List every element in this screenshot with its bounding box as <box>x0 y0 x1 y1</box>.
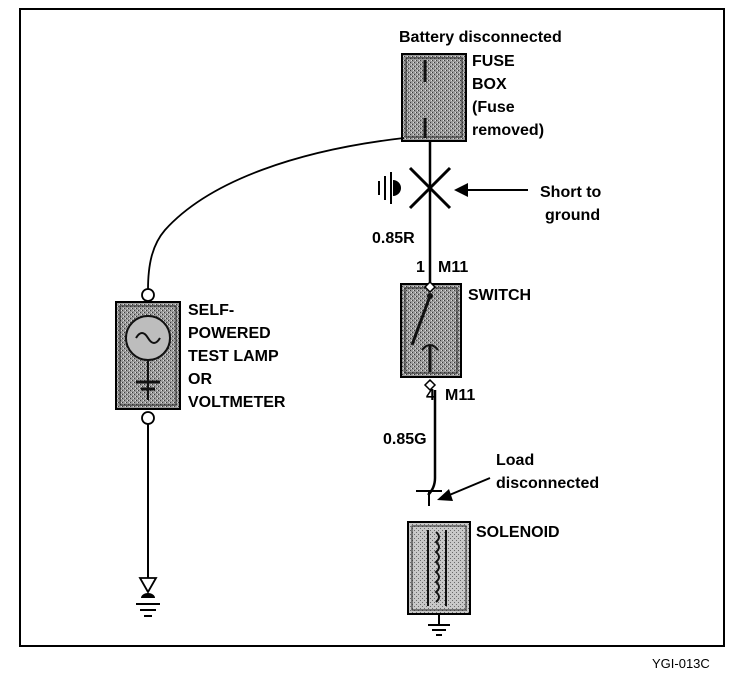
switch-label: SWITCH <box>468 287 531 304</box>
red-wire-gauge-label: 0.85R <box>372 230 415 247</box>
switch-pin-top: 1 <box>416 259 425 276</box>
short-to-ground-label-1: Short to <box>540 184 602 201</box>
short-arrow-icon <box>454 183 528 197</box>
diagram-border <box>19 8 725 647</box>
open-connector-icon <box>416 490 442 506</box>
fuse-box <box>401 53 467 142</box>
tester-label-2: POWERED <box>188 325 271 342</box>
solenoid-ground-icon <box>428 624 450 636</box>
green-wire-gauge-label: 0.85G <box>383 431 427 448</box>
short-x-mark <box>408 166 452 210</box>
battery-disconnected-label: Battery disconnected <box>399 29 562 46</box>
tester-label-4: OR <box>188 371 212 388</box>
green-wire <box>427 390 437 496</box>
tester-ground-icon <box>136 603 160 617</box>
tester-label-1: SELF- <box>188 302 234 319</box>
solenoid-label: SOLENOID <box>476 524 560 541</box>
figure-code: YGI-013C <box>652 656 710 671</box>
short-to-ground-label-2: ground <box>545 207 600 224</box>
switch-connector-top: M11 <box>438 259 468 276</box>
fuse-box-label-2: BOX <box>472 76 507 93</box>
load-disconnected-label-2: disconnected <box>496 475 599 492</box>
solenoid-component <box>407 521 471 624</box>
fuse-box-label-3: (Fuse <box>472 99 515 116</box>
fuse-box-label-1: FUSE <box>472 53 515 70</box>
switch-connector-bottom: M11 <box>445 387 475 404</box>
probe-tip-icon <box>138 577 158 598</box>
load-disconnected-label-1: Load <box>496 452 534 469</box>
fuse-box-label-4: removed) <box>472 122 544 139</box>
test-lead-wire <box>147 137 405 291</box>
switch-pin-bottom: 4 <box>426 387 435 404</box>
test-lamp-component <box>115 288 181 425</box>
tester-label-5: VOLTMETER <box>188 394 286 411</box>
switch-component <box>400 280 462 392</box>
tester-label-3: TEST LAMP <box>188 348 279 365</box>
load-arrow-icon <box>437 477 491 501</box>
chassis-ground-icon <box>378 172 401 204</box>
